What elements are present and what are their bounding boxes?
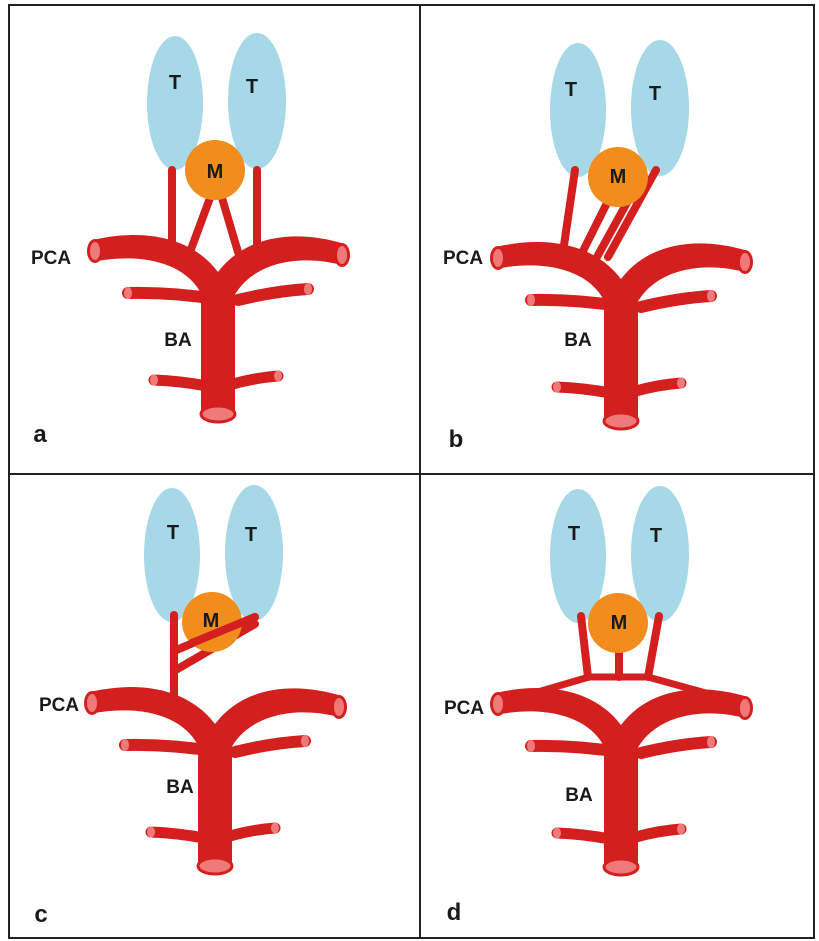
pca-label: PCA <box>443 248 483 269</box>
panel-label: d <box>447 899 462 926</box>
thalamus-left-label: T <box>167 522 179 544</box>
thalamus-right-label: T <box>246 76 258 98</box>
pca-label: PCA <box>444 698 484 719</box>
ba-label: BA <box>166 777 194 798</box>
vascular-anatomy <box>490 688 753 875</box>
thalamus-right-label: T <box>650 525 662 547</box>
vascular-anatomy <box>84 687 347 874</box>
thalamus-right-label: T <box>245 524 257 546</box>
panel-b: T T M PCA BA b <box>443 40 753 453</box>
thalamus-right-label: T <box>649 83 661 105</box>
panel-label: c <box>34 901 47 928</box>
panel-d: T T M PCA BA d <box>444 486 753 926</box>
figure-border <box>9 5 814 938</box>
mesencephalon-label: M <box>207 161 224 183</box>
mesencephalon-label: M <box>610 166 627 188</box>
thalamus-left-label: T <box>568 523 580 545</box>
mesencephalon-label: M <box>203 610 220 632</box>
vascular-anatomy <box>87 235 350 422</box>
panel-a: T T M PCA BA a <box>31 33 350 448</box>
ba-label: BA <box>164 330 192 351</box>
panel-label: a <box>33 421 47 448</box>
pca-label: PCA <box>39 695 79 716</box>
ba-label: BA <box>564 330 592 351</box>
panel-label: b <box>449 426 464 453</box>
thalamus-left-label: T <box>169 72 181 94</box>
mesencephalon-label: M <box>611 612 628 634</box>
pca-label: PCA <box>31 248 71 269</box>
vascular-anatomy <box>490 242 753 429</box>
thalamus-left-label: T <box>565 79 577 101</box>
panel-c: T T M PCA BA c <box>34 485 347 928</box>
ba-label: BA <box>565 785 593 806</box>
